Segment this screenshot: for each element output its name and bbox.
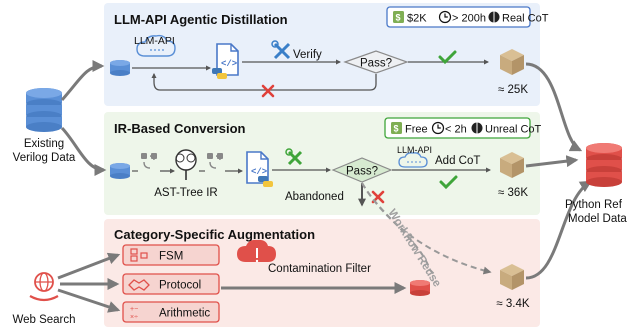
arrow-aug-box-to-python: [525, 180, 593, 280]
svg-text:$: $: [396, 13, 401, 23]
verify-label: Verify: [293, 49, 322, 61]
llm-time: > 200h: [452, 13, 486, 25]
contamination-filter-icon: [237, 239, 276, 263]
python-icon: [212, 68, 227, 79]
add-cot-label: Add CoT: [435, 155, 480, 167]
ir-output-box-icon: [500, 152, 524, 178]
existing-label-2: Verilog Data: [13, 152, 76, 164]
check-icon: [439, 175, 458, 190]
arrow-web-to-fsm: [57, 252, 121, 280]
llm-api-band: [104, 3, 540, 106]
llm-small-db-icon: [110, 60, 130, 76]
llm-api-small-cloud-icon: [398, 152, 428, 168]
ast-tree-label: AST-Tree IR: [154, 187, 217, 199]
money-icon: $: [391, 122, 402, 134]
existing-label-1: Existing: [24, 138, 64, 150]
arrow-web-to-arithmetic: [57, 288, 121, 313]
ir-quality: Unreal CoT: [485, 124, 542, 136]
category-arithmetic: +− ×÷ Arithmetic: [122, 301, 220, 323]
ir-cost: Free: [405, 124, 428, 136]
python-ref-db-icon: [586, 143, 622, 187]
web-search-label: Web Search: [12, 314, 75, 326]
ast-tree-icon: [175, 149, 197, 180]
code-file-icon: </>: [216, 43, 239, 76]
category-fsm: FSM: [122, 244, 220, 266]
llm-output-box-icon: [500, 49, 524, 75]
category-protocol: Protocol: [122, 273, 220, 295]
ir-small-db-icon: [110, 163, 130, 179]
arrow-existing-to-llm: [60, 60, 105, 102]
tools-icon: [271, 40, 291, 60]
money-icon: $: [393, 11, 404, 23]
python-ref-label-1: Python Ref: [565, 199, 623, 211]
llm-pass-decision: [343, 50, 409, 74]
cross-icon: [261, 84, 275, 98]
llm-cost: $2K: [407, 13, 427, 25]
brain-icon: [471, 122, 483, 134]
arrow-llm-box-to-python: [525, 62, 583, 152]
category-protocol-label: Protocol: [159, 280, 201, 292]
web-search-icon: [29, 272, 59, 302]
aug-output-box-icon: [500, 264, 524, 290]
svg-text:</>: </>: [251, 167, 267, 177]
arrow-existing-to-ir: [60, 126, 107, 176]
arrow-llm-fail-loop: [151, 72, 377, 91]
ir-output-count: ≈ 36K: [498, 187, 528, 199]
ir-time: < 2h: [445, 124, 467, 136]
llm-api-small-label: LLM-API: [397, 145, 432, 155]
convert-icon-2: [207, 153, 223, 169]
ir-title: IR-Based Conversion: [114, 121, 246, 136]
handshake-icon: [128, 279, 150, 291]
category-arithmetic-label: Arithmetic: [159, 308, 210, 320]
arrow-ir-box-to-python: [525, 155, 579, 168]
brain-icon: [488, 11, 500, 23]
contamination-filter-label: Contamination Filter: [268, 263, 371, 275]
svg-text:×÷: ×÷: [130, 314, 138, 321]
llm-api-cloud-icon: [136, 34, 176, 57]
arithmetic-icon: +− ×÷: [130, 306, 138, 321]
ir-badge: $ Free < 2h Unreal CoT: [384, 117, 542, 139]
ir-pass-decision: [331, 157, 393, 183]
existing-verilog-db-icon: [26, 88, 62, 132]
llm-pass-label: Pass?: [360, 58, 392, 70]
svg-text:$: $: [394, 124, 399, 134]
aug-small-db-icon: [410, 280, 430, 296]
fsm-icon: [130, 248, 148, 262]
llm-api-badge: $ $2K > 200h Real CoT: [386, 6, 549, 28]
ir-pass-label: Pass?: [346, 166, 378, 178]
llm-output-count: ≈ 25K: [498, 84, 528, 96]
svg-text:+−: +−: [130, 306, 138, 313]
abandoned-label: Abandoned: [285, 191, 344, 203]
clock-icon: [438, 10, 452, 24]
llm-api-label: LLM-API: [134, 35, 175, 47]
code-file-icon: </>: [246, 151, 269, 184]
category-fsm-label: FSM: [159, 251, 183, 263]
augmentation-title: Category-Specific Augmentation: [114, 227, 315, 242]
llm-quality: Real CoT: [502, 13, 549, 25]
tools-icon: [285, 148, 303, 166]
python-ref-label-2: Model Data: [568, 213, 627, 225]
clock-icon: [431, 121, 445, 135]
check-icon: [438, 50, 457, 65]
python-icon: [258, 176, 273, 187]
dashed-to-aug-box: [361, 182, 492, 275]
convert-icon-1: [141, 153, 157, 169]
llm-api-title: LLM-API Agentic Distillation: [114, 12, 288, 27]
aug-output-count: ≈ 3.4K: [496, 298, 529, 310]
svg-text:</>: </>: [221, 59, 237, 69]
